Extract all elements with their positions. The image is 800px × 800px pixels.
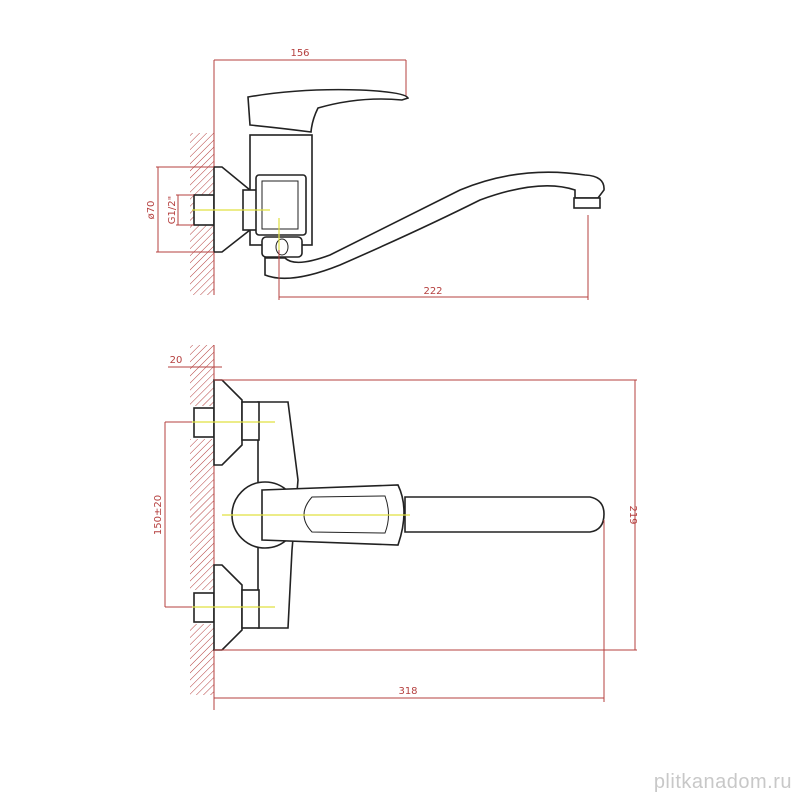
dim-label-222: 222 [423,286,442,297]
ring-knurl [275,238,289,256]
cartridge-housing [255,174,307,236]
union-nut-lower [241,589,260,629]
lever-insert [303,495,389,534]
watermark: plitkanadom.ru [653,771,792,793]
housing-inner [261,180,299,230]
union-nut-upper [241,401,260,441]
dim-label-d70: ø70 [146,201,157,220]
lever-handle [247,88,410,133]
wall-hatch-bottom [190,345,214,695]
aerator [573,197,601,209]
spout-ring [261,236,303,258]
dim-label-219: 219 [627,505,638,524]
spout-top-view [404,496,605,533]
swivel-spout [264,171,605,280]
dim-label-thread: G1/2" [167,196,178,224]
dim-label-20: 20 [170,355,183,366]
dim-label-150: 150±20 [153,495,164,535]
dim-label-318: 318 [398,686,417,697]
front-view: 20 150±20 219 318 [153,345,638,710]
side-view: 156 ø70 G1/2" 222 [146,48,605,300]
dim-label-156: 156 [290,48,309,59]
